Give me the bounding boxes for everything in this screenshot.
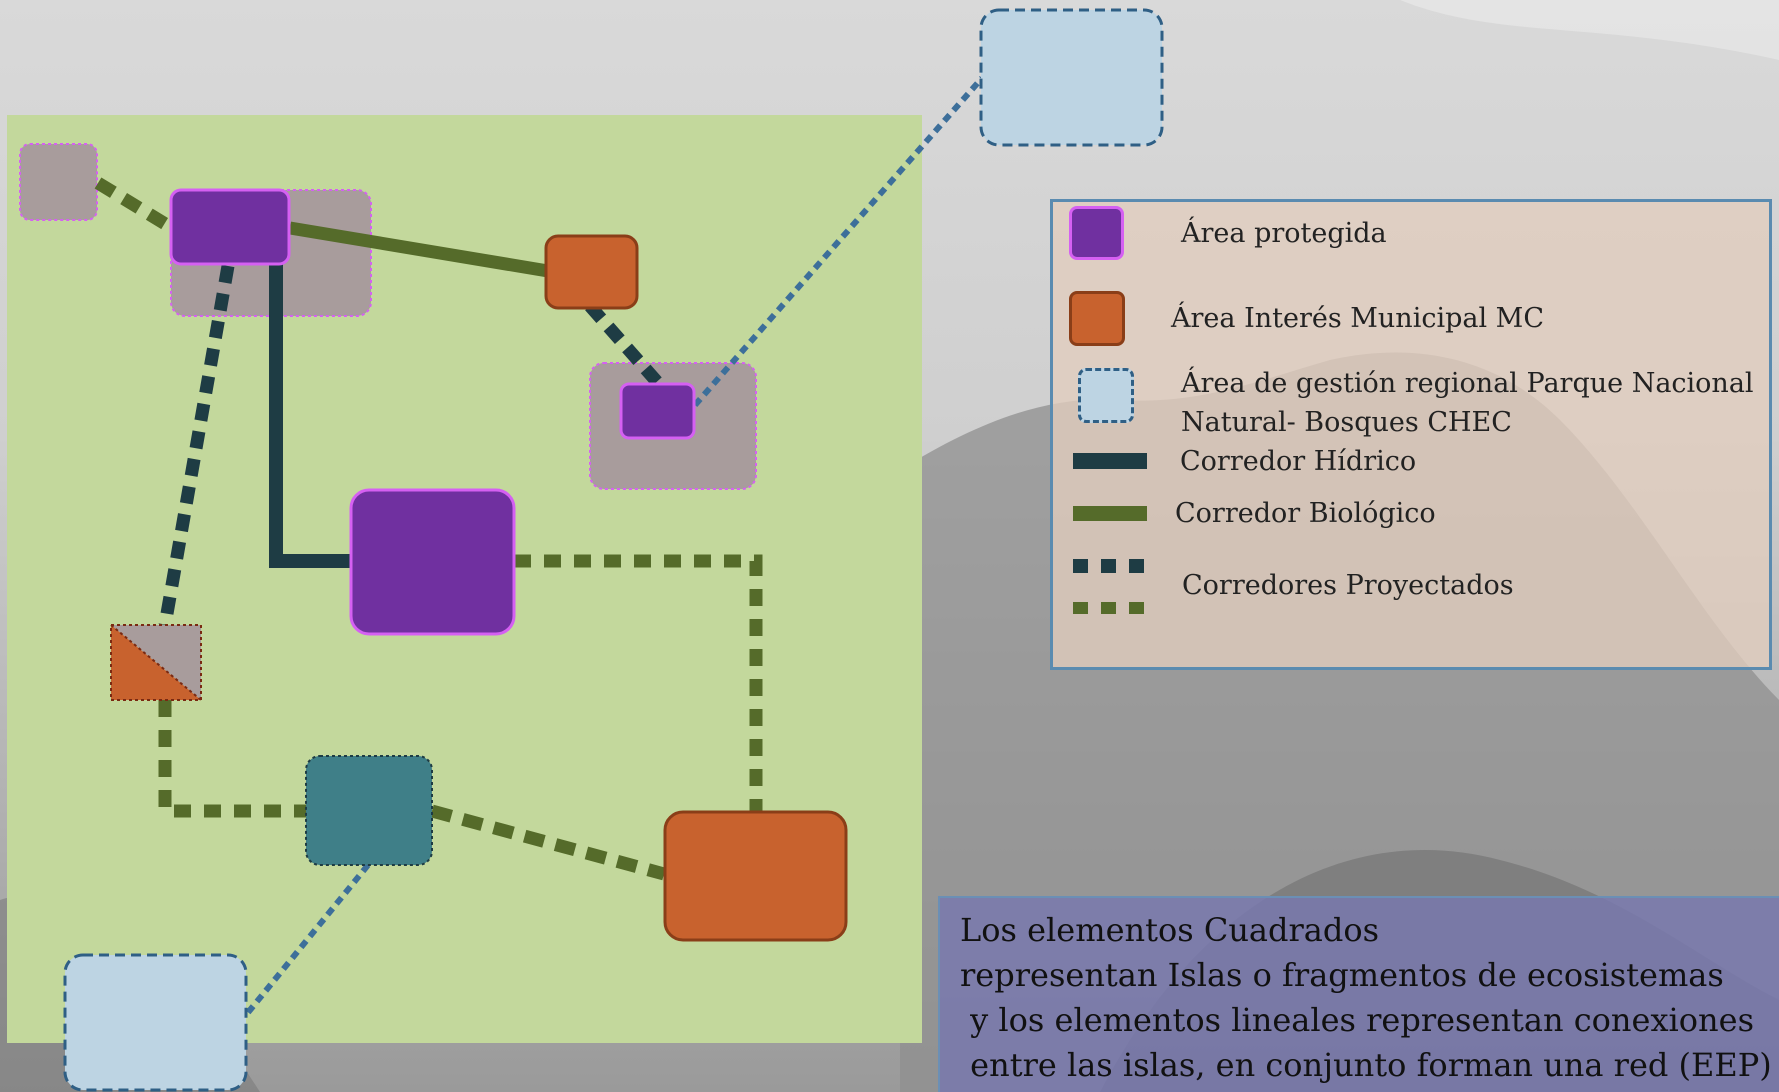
regional-link-bottom-left (243, 863, 371, 1017)
projected-corridor-top-left (94, 177, 176, 234)
protected-area-top (169, 188, 291, 266)
caption-box: Los elementos Cuadrados representan Isla… (938, 896, 1779, 1092)
legend-label-projected-corridors: Corredores Proyectados (1182, 570, 1514, 601)
projected-corridor-water-diagonal (158, 264, 235, 627)
teal-fragment-island (305, 755, 433, 866)
projected-corridor-bio-right-loop (514, 554, 763, 812)
regional-management-swatch (1078, 368, 1134, 423)
water-corridor-swatch (1073, 453, 1147, 469)
legend-label-regional: Área de gestión regional Parque Nacional… (1181, 368, 1754, 438)
legend-label-protected: Área protegida (1181, 218, 1387, 249)
biological-corridor-swatch (1073, 506, 1147, 521)
protected-area-small (619, 382, 696, 440)
regional-area-bottom-left (63, 953, 248, 1092)
protected-area-large (349, 488, 516, 636)
legend-label-biological-corridor: Corredor Biológico (1175, 498, 1436, 529)
municipal-interest-swatch (1069, 291, 1125, 346)
regional-area-top-right (979, 8, 1164, 147)
water-corridor-line (269, 262, 353, 568)
projected-corridors-swatch (1073, 559, 1149, 614)
municipal-area-large (663, 810, 848, 942)
mixed-fragment-municipal-island (110, 624, 202, 701)
legend-label-water-corridor: Corredor Hídrico (1180, 446, 1417, 477)
regional-link-top-right (692, 76, 985, 407)
projected-corridor-bio-teal-to-orange (430, 804, 666, 881)
projected-corridor-municipal-to-protected (585, 301, 663, 388)
protected-area-swatch (1069, 206, 1124, 260)
fragment-island-top-left (19, 143, 98, 221)
municipal-area-top (544, 234, 639, 310)
legend-box: Área protegida Área Interés Municipal MC… (1050, 199, 1772, 670)
legend-label-municipal: Área Interés Municipal MC (1171, 303, 1544, 334)
projected-corridor-bio-bottom-left (158, 700, 306, 818)
caption-text: Los elementos Cuadrados representan Isla… (960, 911, 1772, 1084)
biological-corridor-line (288, 221, 550, 278)
